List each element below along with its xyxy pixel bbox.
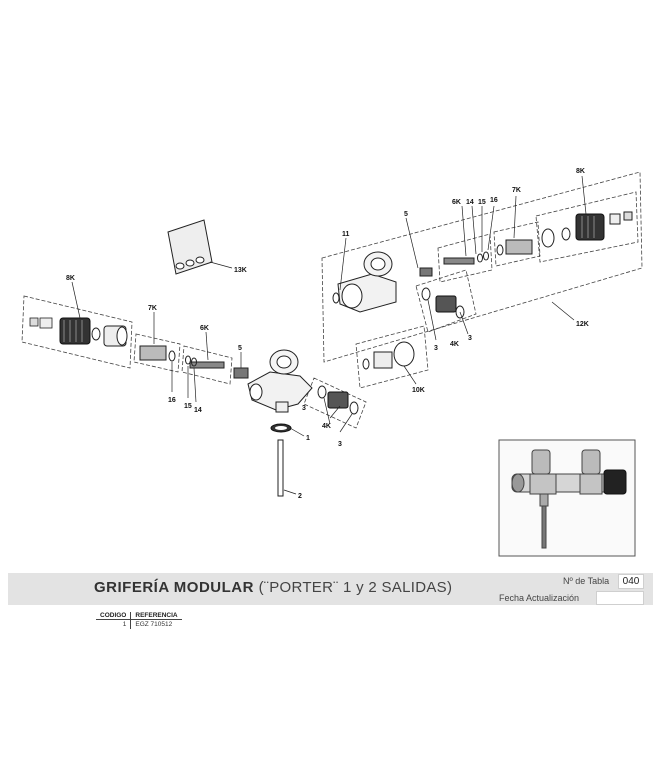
update-date-label: Fecha Actualización [499, 593, 580, 603]
spare-kit-13k [167, 219, 233, 275]
dashed-group-4k-left [303, 377, 367, 429]
reference-table: CODIGO REFERENCIA 1 EGZ 710512 [96, 612, 182, 629]
label-15-left: 15 [184, 403, 192, 410]
dashed-group-7k-left [133, 333, 181, 373]
cell-referencia: EGZ 710512 [135, 621, 173, 628]
part-4k-right [421, 287, 465, 319]
label-1: 1 [306, 435, 310, 442]
label-5-left: 5 [238, 345, 242, 352]
title-bar [8, 573, 653, 605]
label-8k-right: 8K [576, 168, 585, 175]
part-7k-right [496, 239, 533, 256]
dashed-group-12k [321, 171, 643, 363]
t-body-11 [332, 251, 397, 313]
label-4k-left: 4K [322, 423, 331, 430]
product-photo [498, 439, 636, 557]
column-header-codigo: CODIGO [96, 612, 132, 620]
update-date-value [596, 591, 644, 605]
valve-body-left [247, 349, 313, 413]
table-row: 1 EGZ 710512 [96, 619, 182, 629]
label-16-right: 16 [490, 197, 498, 204]
knob-8k-left [29, 317, 128, 347]
dashed-group-7k-right [493, 221, 541, 267]
label-12k: 12K [576, 321, 589, 328]
dip-tube-2 [277, 439, 284, 497]
dashed-group-6k-left [181, 345, 233, 385]
label-3-c: 3 [434, 345, 438, 352]
title-subtitle: (¨PORTER¨ 1 y 2 SALIDAS) [258, 579, 453, 596]
part-7k-left [139, 345, 176, 362]
label-14-right: 14 [466, 199, 474, 206]
part-10k [362, 341, 415, 370]
label-6k-right: 6K [452, 199, 461, 206]
label-11: 11 [342, 231, 350, 238]
part-4k-left [317, 385, 359, 415]
part-6k-left [185, 355, 225, 369]
table-number-value: 040 [618, 574, 644, 589]
part-6k-right [443, 251, 489, 265]
label-4k-right: 4K [450, 341, 459, 348]
spring-5-right [419, 267, 433, 277]
label-3-a: 3 [302, 405, 306, 412]
dashed-group-10k [355, 325, 429, 389]
label-13k: 13K [234, 267, 247, 274]
dashed-group-4k-right [415, 269, 477, 333]
label-5-right: 5 [404, 211, 408, 218]
leader-lines [71, 175, 587, 495]
label-2: 2 [298, 493, 302, 500]
label-7k-right: 7K [512, 187, 521, 194]
spring-5-left [233, 367, 249, 379]
column-header-referencia: REFERENCIA [130, 612, 182, 620]
dashed-group-8k-left [21, 295, 133, 369]
label-8k-left: 8K [66, 275, 75, 282]
label-3-d: 3 [468, 335, 472, 342]
label-15-right: 15 [478, 199, 486, 206]
label-10k: 10K [412, 387, 425, 394]
page-title: GRIFERÍA MODULAR (¨PORTER¨ 1 y 2 SALIDAS… [94, 579, 452, 596]
label-6k-left: 6K [200, 325, 209, 332]
title-main: GRIFERÍA MODULAR [94, 579, 254, 596]
label-14-left: 14 [194, 407, 202, 414]
label-3-b: 3 [338, 441, 342, 448]
dashed-group-8k-right [535, 191, 639, 263]
knob-8k-right [541, 211, 633, 248]
label-16-left: 16 [168, 397, 176, 404]
table-number-label: Nº de Tabla [563, 576, 610, 586]
cell-codigo: 1 [96, 619, 132, 629]
label-7k-left: 7K [148, 305, 157, 312]
